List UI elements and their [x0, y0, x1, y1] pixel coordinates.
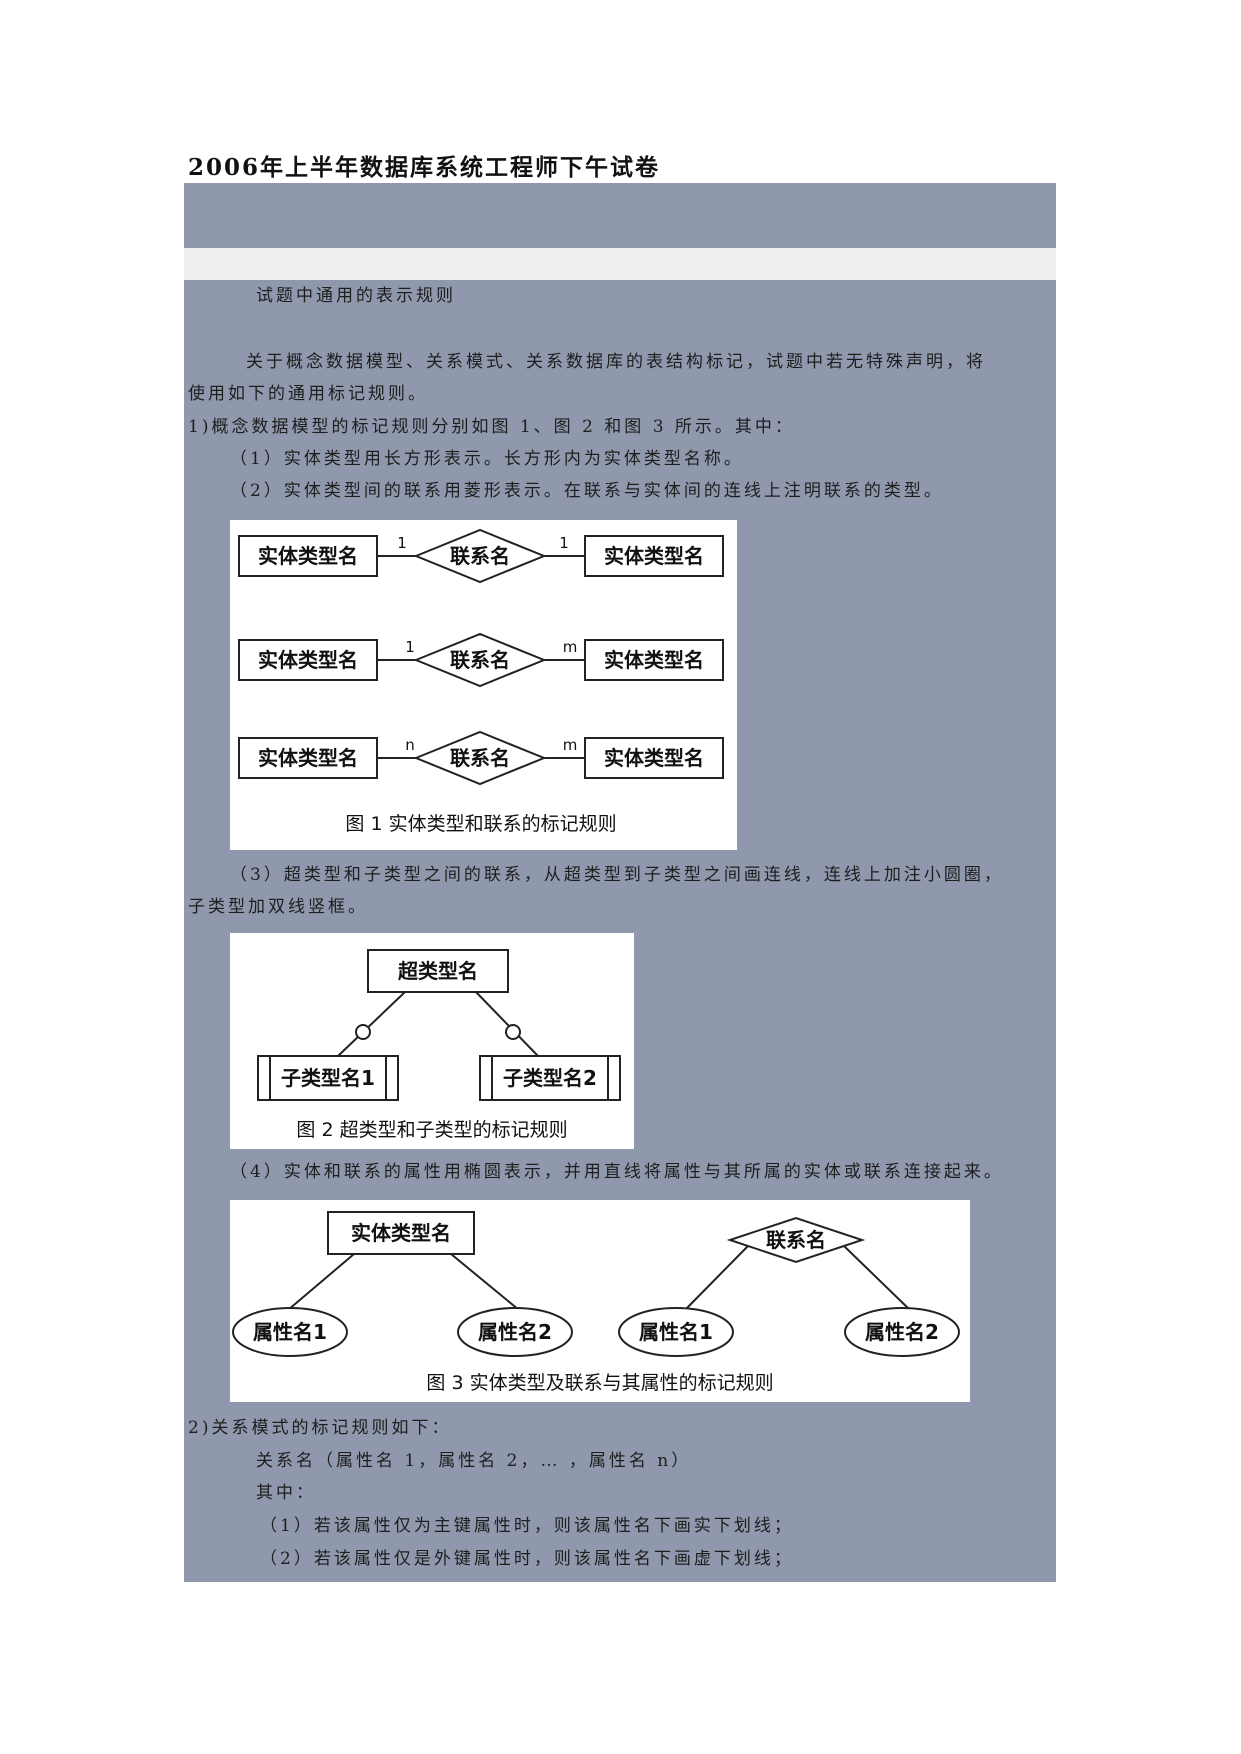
attribute-line: [287, 1253, 355, 1311]
cardinality-right: 1: [559, 534, 569, 552]
attribute-label: 属性名1: [253, 1320, 327, 1344]
entity-box: [584, 535, 724, 577]
subtype-circle: [355, 1024, 371, 1040]
er-row-3: 实体类型名 联系名 实体类型名 n m: [238, 730, 724, 786]
entity-label: 实体类型名: [604, 648, 704, 672]
entity-label: 实体类型名: [258, 746, 358, 770]
entity-label: 实体类型名: [604, 544, 704, 568]
relation-schema-format: 关系名（属性名 1，属性名 2，… ，属性名 n）: [256, 1451, 692, 1471]
relation-label: 联系名: [450, 648, 510, 672]
attribute-ellipse: [232, 1307, 348, 1357]
figure-3: 实体类型名 属性名1 属性名2 联系名 属性名1 属性名2 图 3 实体类型及联…: [230, 1200, 970, 1402]
connector-line: [337, 991, 406, 1057]
cardinality-left: n: [405, 736, 415, 754]
rule-intro: 2)关系模式的标记规则如下：: [188, 1418, 452, 1438]
relation-label: 联系名: [766, 1228, 826, 1252]
cardinality-left: 1: [397, 534, 407, 552]
subtype-label-2: 子类型名2: [503, 1066, 597, 1090]
entity-box: [238, 535, 378, 577]
rule-item: （2）实体类型间的联系用菱形表示。在联系与实体间的连线上注明联系的类型。: [230, 481, 944, 501]
entity-label: 实体类型名: [604, 746, 704, 770]
cardinality-right: m: [563, 736, 578, 754]
subtype-box-2: [479, 1055, 621, 1101]
subtype-label-1: 子类型名1: [281, 1066, 375, 1090]
figure-3-caption: 图 3 实体类型及联系与其属性的标记规则: [426, 1372, 773, 1394]
rule-item: （1）实体类型用长方形表示。长方形内为实体类型名称。: [230, 449, 744, 469]
entity-box: [584, 639, 724, 681]
figure-3-diagram: 实体类型名 属性名1 属性名2 联系名 属性名1 属性名2 图 3 实体类型及联…: [232, 1211, 960, 1394]
er-row-2: 实体类型名 联系名 实体类型名 1 m: [238, 632, 724, 688]
paragraph-line: 关于概念数据模型、关系模式、关系数据库的表结构标记，试题中若无特殊声明，将: [246, 352, 986, 372]
connector-line: [475, 991, 539, 1057]
subtype-circle: [505, 1024, 521, 1040]
supertype-label: 超类型名: [397, 959, 478, 983]
figure-2-caption: 图 2 超类型和子类型的标记规则: [296, 1119, 567, 1141]
figure-1-caption: 图 1 实体类型和联系的标记规则: [345, 813, 616, 835]
attribute-ellipse: [844, 1307, 960, 1357]
attribute-line: [843, 1245, 911, 1311]
subtype-box-1: [257, 1055, 399, 1101]
attribute-line: [684, 1245, 749, 1311]
attribute-ellipse: [457, 1307, 573, 1357]
figure-2: 超类型名 子类型名1 子类型名2 图 2 超类型和子类型的标记规则: [230, 933, 634, 1149]
relation-label: 联系名: [450, 746, 510, 770]
relation-diamond: [726, 1216, 866, 1264]
header-separator: [184, 248, 1056, 280]
rule-where: 其中：: [256, 1483, 316, 1503]
header-band: [184, 183, 1056, 248]
entity-label: 实体类型名: [258, 544, 358, 568]
entity-box: [584, 737, 724, 779]
rule-intro: 1)概念数据模型的标记规则分别如图 1、图 2 和图 3 所示。其中：: [188, 417, 795, 437]
rule-item: （1）若该属性仅为主键属性时，则该属性名下画实下划线；: [260, 1516, 794, 1536]
attribute-ellipse: [618, 1307, 734, 1357]
attribute-label: 属性名1: [639, 1320, 713, 1344]
attribute-label: 属性名2: [478, 1320, 552, 1344]
section-heading: 试题中通用的表示规则: [256, 286, 456, 306]
supertype-box: [367, 949, 509, 993]
rule-item: （3）超类型和子类型之间的联系，从超类型到子类型之间画连线，连线上加注小圆圈，: [230, 865, 1004, 885]
entity-label: 实体类型名: [258, 648, 358, 672]
rule-item: （4）实体和联系的属性用椭圆表示，并用直线将属性与其所属的实体或联系连接起来。: [230, 1162, 1004, 1182]
question-content: 试题中通用的表示规则 关于概念数据模型、关系模式、关系数据库的表结构标记，试题中…: [184, 280, 1056, 1582]
attribute-label: 属性名2: [865, 1320, 939, 1344]
figure-2-diagram: 超类型名 子类型名1 子类型名2 图 2 超类型和子类型的标记规则: [257, 949, 621, 1141]
document-title: 2006年上半年数据库系统工程师下午试卷: [188, 154, 661, 181]
rule-item-continued: 子类型加双线竖框。: [188, 897, 368, 917]
entity-box: [238, 639, 378, 681]
figure-1: 实体类型名 联系名 实体类型名 1 1 实体类型名 联系名 实体类型名 1: [230, 520, 737, 850]
entity-label: 实体类型名: [351, 1221, 451, 1245]
cardinality-right: m: [563, 638, 578, 656]
relation-label: 联系名: [450, 544, 510, 568]
paragraph-line: 使用如下的通用标记规则。: [188, 384, 428, 404]
cardinality-left: 1: [405, 638, 415, 656]
entity-box: [327, 1211, 475, 1255]
figure-1-diagram: 实体类型名 联系名 实体类型名 1 1 实体类型名 联系名 实体类型名 1: [238, 528, 724, 835]
attribute-line: [450, 1253, 520, 1311]
rule-item: （2）若该属性仅是外键属性时，则该属性名下画虚下划线；: [260, 1549, 794, 1569]
er-row-1: 实体类型名 联系名 实体类型名 1 1: [238, 528, 724, 584]
